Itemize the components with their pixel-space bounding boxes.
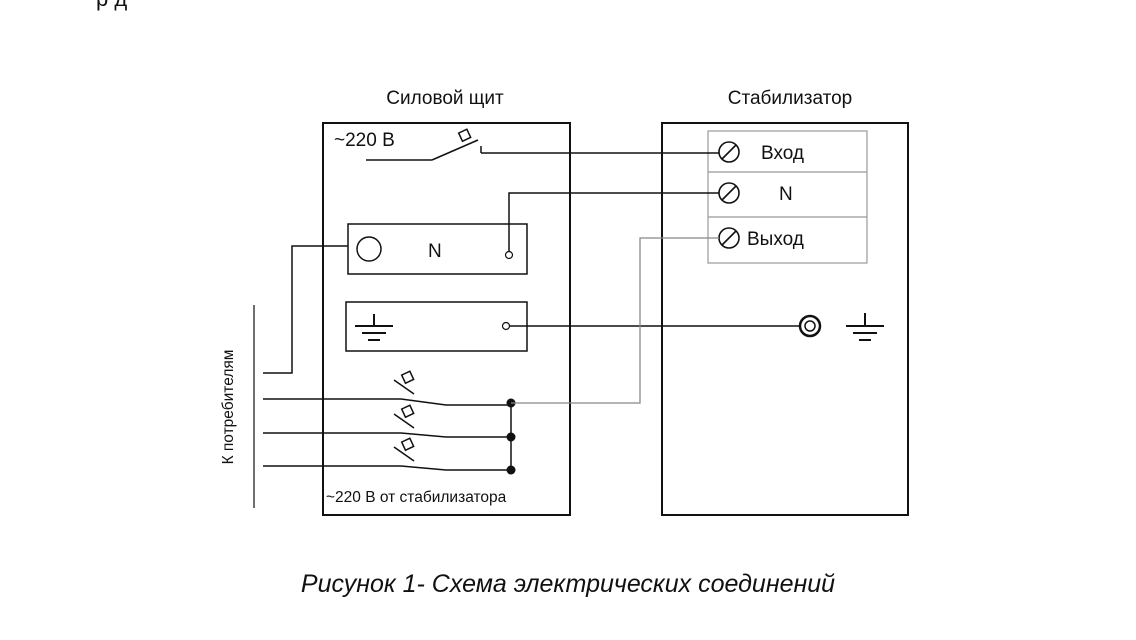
earth-icon-panel xyxy=(355,314,393,341)
panel-voltage-label: ~220 В xyxy=(334,130,395,151)
terminal-output-label: Выход xyxy=(747,229,804,250)
wire-neutral xyxy=(508,192,719,251)
stabilizer-feed-label: ~220 В от стабилизатора xyxy=(326,489,507,506)
cropped-text-fragment: р д xyxy=(96,0,127,12)
neutral-bus xyxy=(347,223,528,275)
wire-output xyxy=(511,237,719,404)
terminal-block xyxy=(707,130,868,264)
consumer-breakers xyxy=(263,370,512,472)
stabilizer-frame xyxy=(661,122,909,516)
neutral-terminal-circle xyxy=(356,236,382,262)
panel-title: Силовой щит xyxy=(386,88,504,109)
earth-icon-stabilizer xyxy=(846,313,884,341)
neutral-bus-label: N xyxy=(428,241,442,262)
earth-bus-contact xyxy=(501,321,511,331)
terminal-neutral-label: N xyxy=(779,184,793,205)
earth-terminal-stabilizer xyxy=(798,314,822,338)
terminal-input-label: Вход xyxy=(761,143,804,164)
stabilizer-title: Стабилизатор xyxy=(728,88,852,109)
neutral-bus-contact xyxy=(504,250,514,260)
consumers-label: К потребителям xyxy=(220,350,237,465)
terminal-screw-input xyxy=(718,141,740,163)
main-switch-icon xyxy=(366,128,482,161)
wire-neutral-consumers xyxy=(263,245,348,374)
figure-caption: Рисунок 1- Схема электрических соединени… xyxy=(300,570,836,598)
power-panel-frame xyxy=(322,122,571,516)
